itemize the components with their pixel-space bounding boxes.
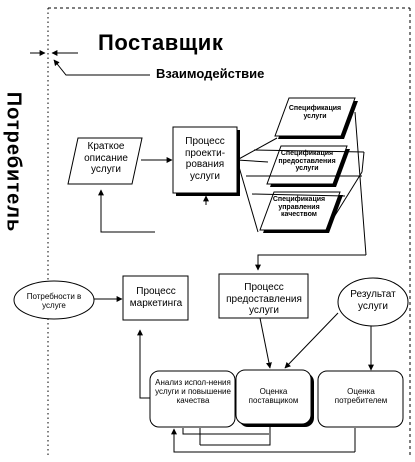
- brief-description-shape: [67, 137, 143, 185]
- interaction-arrows: [30, 50, 150, 76]
- spec-delivery-shape: [266, 145, 348, 185]
- delivery-label: Процесс предоставления услуги: [226, 282, 302, 316]
- consumer-eval-label: Оценка потребителем: [334, 387, 388, 406]
- design-process-box: [172, 126, 238, 194]
- design-flow-arrows: [98, 157, 209, 233]
- delivery-box: [218, 273, 309, 319]
- consumer-eval-box: [317, 370, 404, 428]
- supplier-eval-label: Оценка поставщиком: [248, 387, 299, 406]
- analysis-label: Анализ испол-нения услуги и повышение ка…: [155, 378, 231, 406]
- spec-service-shape: [274, 97, 356, 137]
- design-process-label: Процесс проекти-рования услуги: [184, 136, 226, 182]
- consumer-label: Потребитель: [2, 91, 25, 233]
- consumer-label-wrap: Потребитель: [2, 64, 25, 260]
- spec-quality-label: Спецификация управления качеством: [272, 196, 326, 219]
- marketing-box: [122, 275, 189, 321]
- spec-delivery-label: Спецификация предоставления услуги: [278, 150, 336, 173]
- bottom-flow-arrows: [94, 296, 374, 453]
- supplier-eval-box: [235, 369, 312, 425]
- result-label: Результат услуги: [350, 289, 396, 312]
- design-spec-connectors: [236, 111, 367, 271]
- brief-description-label: Краткое описание услуги: [84, 141, 128, 175]
- supplier-title: Поставщик: [98, 30, 224, 55]
- supplier-boundary: [47, 7, 411, 458]
- needs-ellipse: [13, 280, 95, 320]
- spec-service-label: Спецификация услуги: [288, 105, 342, 120]
- result-ellipse: [337, 277, 409, 327]
- needs-label: Потребности в услуге: [26, 292, 82, 311]
- analysis-box: [149, 370, 236, 428]
- marketing-label: Процесс маркетинга: [129, 286, 183, 309]
- interaction-label: Взаимодействие: [156, 66, 265, 81]
